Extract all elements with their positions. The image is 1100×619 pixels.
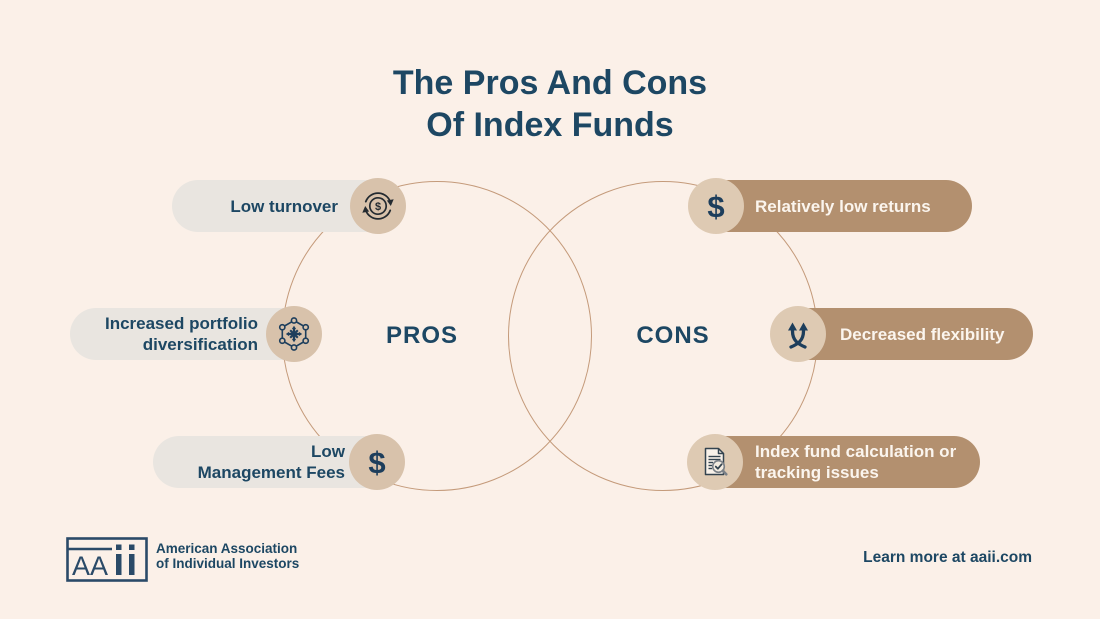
org-name-line2: of Individual Investors [156,556,300,571]
pros-item-label: Increased portfolio diversification [104,314,258,354]
page-title: The Pros And Cons Of Index Funds [0,62,1100,146]
dollar-cycle-icon: $ [362,192,394,220]
dollar-glyph: $ [707,189,724,224]
dollar-icon: $ [707,189,724,224]
pros-item-diversification: Increased portfolio diversification [70,306,322,362]
icon-circle [266,306,322,362]
pros-heading: PROS [385,322,458,349]
twisted-arrows-icon [788,322,808,349]
cons-heading: CONS [636,322,710,349]
page-title-line1: The Pros And Cons [392,64,708,102]
cons-item-decreased-flexibility: Decreased flexibility [770,306,1033,362]
logo-letters: AA [72,551,108,581]
icon-circle [687,434,743,490]
icon-circle [770,306,826,362]
icon-circle: $ [350,178,406,234]
cons-item-label: Decreased flexibility [840,324,1005,344]
dollar-glyph: $ [375,201,381,213]
org-name: American Association of Individual Inves… [156,541,299,571]
cons-item-label: Index fund calculation or tracking issue… [755,442,957,482]
pros-item-label: Low turnover [230,196,338,216]
dollar-glyph: $ [368,445,385,480]
pros-item-label: Low Management Fees [197,442,345,482]
org-name-line1: American Association [156,541,298,556]
learn-more-text: Learn more at aaii.com [863,549,1032,566]
icon-circle: $ [349,434,405,490]
cons-item-low-returns: $ Relatively low returns [688,178,972,234]
diversification-network-icon [278,317,310,351]
page-title-line2: Of Index Funds [426,106,674,144]
icon-circle: $ [688,178,744,234]
pros-item-low-turnover: Low turnover $ [172,178,406,234]
pros-item-low-management-fees: Low Management Fees $ [153,434,405,490]
document-check-icon [704,447,728,476]
dollar-icon: $ [368,445,385,480]
aaii-logo: AA [66,537,148,582]
cons-item-tracking-issues: Index fund calculation or tracking issue… [687,434,980,490]
cons-item-label: Relatively low returns [755,196,931,216]
